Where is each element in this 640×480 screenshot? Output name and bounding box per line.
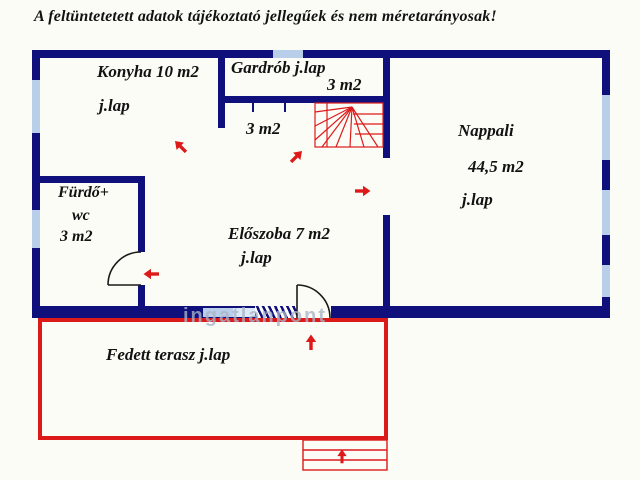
- sliding-door-icon: [255, 306, 297, 318]
- room-label-konyha-floor: j.lap: [99, 96, 130, 115]
- room-label-gardrob-area: 3 m2: [327, 75, 362, 94]
- window-icon-top: [273, 50, 303, 58]
- staircase-icon: [314, 102, 384, 148]
- wall-top: [32, 50, 610, 58]
- room-label-nappali: Nappali: [458, 121, 514, 140]
- wall-nappali-lower: [383, 215, 390, 318]
- arrow-icon-furdo: [143, 268, 159, 280]
- room-label-furdo-area: 3 m2: [60, 228, 93, 245]
- room-label-konyha: Konyha 10 m2: [97, 62, 200, 81]
- window-icon-left-1: [32, 80, 40, 133]
- wall-furdo-right-lower: [138, 285, 145, 318]
- wall-nappali-upper: [383, 50, 390, 158]
- window-icon-right-3: [602, 265, 610, 297]
- room-label-kamra-area: 3 m2: [246, 119, 281, 138]
- watermark: ingatlanpont: [183, 305, 327, 327]
- room-label-nappali-floor: j.lap: [462, 190, 493, 209]
- room-label-furdo-wc: wc: [72, 207, 90, 224]
- wall-right: [602, 50, 610, 318]
- room-label-furdo: Fürdő+: [58, 184, 109, 201]
- arrow-icon-konyha: [174, 140, 188, 154]
- room-label-terasz: Fedett terasz j.lap: [106, 345, 231, 364]
- window-icon-right-2: [602, 190, 610, 235]
- window-icon-left-2: [32, 210, 40, 248]
- window-icon-right-1: [602, 95, 610, 160]
- wall-furdo-right-upper: [138, 176, 145, 252]
- wall-gardrob-bottom: [218, 96, 390, 103]
- room-label-nappali-area: 44,5 m2: [468, 157, 524, 176]
- wall-konyha-gardrob: [218, 50, 225, 128]
- arrow-icon-nappali: [355, 185, 371, 197]
- window-icon-bottom: [203, 308, 233, 317]
- door-swing-icon-furdo: [107, 251, 142, 286]
- wall-furdo-top: [32, 176, 145, 183]
- room-label-gardrob: Gardrób j.lap: [231, 58, 326, 77]
- room-label-eloszoba-floor: j.lap: [241, 248, 272, 267]
- arrow-icon-kamra: [289, 150, 303, 164]
- arrow-icon-steps: [337, 449, 347, 464]
- terrace-outline: [38, 318, 388, 440]
- wall-left: [32, 50, 40, 318]
- entry-steps-icon: [302, 439, 388, 471]
- room-label-eloszoba: Előszoba 7 m2: [228, 224, 331, 243]
- window-icon-bottom-lite: [233, 308, 255, 317]
- disclaimer-title: A feltüntetetett adatok tájékoztató jell…: [34, 8, 497, 25]
- closet-tick-1: [252, 103, 254, 112]
- closet-tick-2: [284, 103, 286, 112]
